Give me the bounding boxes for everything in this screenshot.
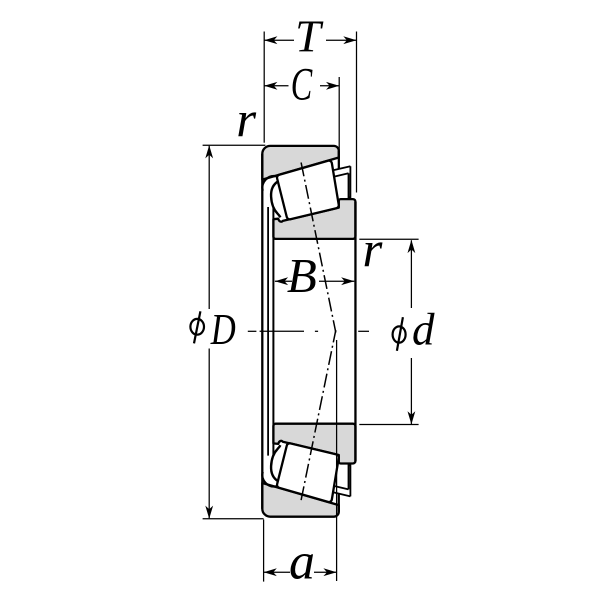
svg-text:d: d bbox=[412, 304, 435, 354]
svg-text:r: r bbox=[363, 223, 383, 279]
svg-text:r: r bbox=[236, 93, 256, 149]
svg-text:a: a bbox=[289, 534, 315, 591]
svg-text:B: B bbox=[287, 248, 317, 303]
svg-text:T: T bbox=[295, 11, 324, 62]
svg-text:C: C bbox=[291, 59, 313, 111]
svg-text:D: D bbox=[210, 305, 236, 354]
